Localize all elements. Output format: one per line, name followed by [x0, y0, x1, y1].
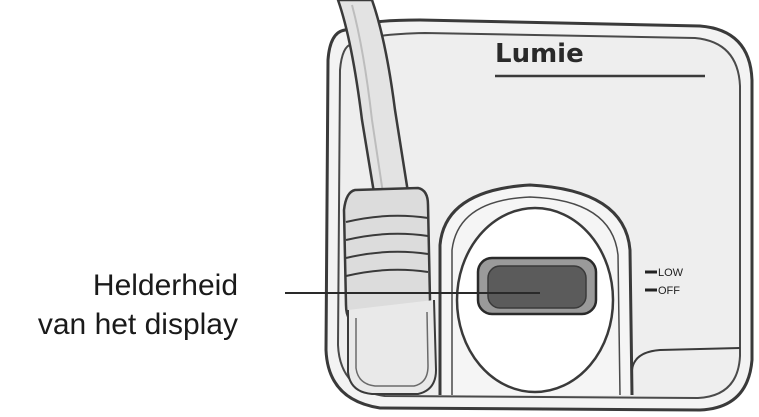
callout-label-line-1: Helderheid: [92, 269, 238, 302]
strain-relief-ridge: [345, 268, 429, 277]
socket-recess: [347, 299, 438, 395]
socket-recess-inner: [355, 311, 429, 387]
panel-step: [631, 347, 741, 395]
switch-label-low: LOW: [658, 267, 684, 279]
strain-relief-ridge: [345, 214, 429, 223]
strain-relief-ridge: [345, 232, 429, 241]
callout-label-line-2: van het display: [37, 308, 238, 341]
button-boss-inner: [451, 196, 621, 396]
strain-relief-ridge: [345, 250, 429, 259]
cable-highlight: [351, 4, 385, 201]
brightness-button[interactable]: [487, 265, 587, 309]
switch-label-off: OFF: [658, 285, 680, 297]
brand-logo: Lumie: [495, 39, 584, 69]
